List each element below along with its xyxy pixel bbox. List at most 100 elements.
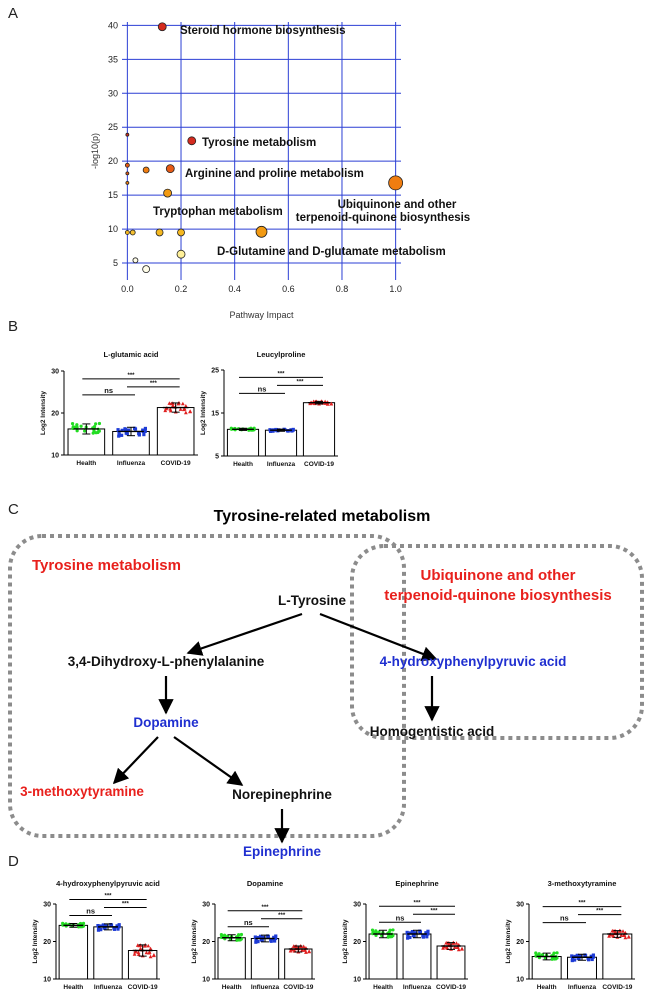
bubble-label: D-Glutamine and D-glutamate metabolism (217, 246, 446, 258)
significance-label: *** (104, 894, 112, 900)
data-dot (260, 938, 264, 942)
pathway-arrow (173, 736, 244, 786)
data-dot (136, 952, 141, 956)
metabolite-node: Dopamine (133, 715, 199, 730)
x-tick-label: Health (76, 460, 96, 467)
group-box-ubiquinone (350, 544, 644, 740)
metabolite-node: 3,4-Dihydroxy-L-phenylalanine (68, 654, 265, 669)
y-tick-label: 20 (516, 939, 524, 946)
data-dot (421, 934, 425, 938)
data-dot (92, 429, 96, 433)
data-dot (180, 401, 185, 406)
bar (156, 407, 195, 456)
data-dot (137, 432, 141, 436)
bubble-label: Tyrosine metabolism (202, 137, 316, 149)
data-dot (151, 953, 156, 958)
data-dot (304, 950, 308, 954)
y-tick-label: 10 (43, 977, 51, 984)
data-dot (406, 934, 410, 939)
bar (250, 938, 280, 980)
significance-label: *** (277, 371, 285, 377)
data-dot (591, 953, 595, 957)
bubble-point (157, 22, 167, 32)
data-dot (256, 939, 260, 944)
significance-label: *** (596, 909, 604, 915)
y-tick-label: 30 (43, 902, 51, 909)
data-dot (410, 929, 415, 934)
bar (602, 933, 633, 980)
data-dot (183, 410, 188, 415)
y-tick-label: 40 (108, 20, 118, 30)
data-dot (97, 429, 101, 433)
data-dot (143, 426, 148, 431)
metabolite-node: L-Tyrosine (278, 593, 346, 608)
data-dot (101, 923, 105, 927)
data-dot (590, 957, 594, 962)
data-dot (610, 928, 615, 933)
bar (368, 933, 398, 980)
x-tick-label: 0.0 (121, 284, 134, 294)
data-dot (144, 950, 149, 955)
data-dot (178, 407, 183, 411)
data-dot (575, 953, 579, 957)
bubble-point (129, 229, 136, 236)
bar-chart-title: 4-hydroxyphenylpyruvic acid (56, 879, 160, 888)
bubble-point (125, 171, 130, 176)
x-tick-label: COVID-19 (304, 461, 334, 468)
pathway-arrow (186, 612, 303, 656)
data-dot (135, 943, 140, 947)
data-dot (258, 934, 263, 938)
bar-chart-title: Leucylproline (257, 350, 306, 359)
y-axis-label: Log2 Intensity (505, 919, 512, 963)
bar-chart-title: Epinephrine (395, 879, 438, 888)
data-dot (387, 934, 391, 938)
data-dot (418, 929, 422, 933)
data-dot (307, 949, 311, 954)
data-dot (168, 407, 173, 411)
data-dot (405, 930, 409, 935)
y-tick-label: 10 (516, 977, 524, 984)
significance-label: ns (86, 907, 95, 916)
x-tick-label: Influenza (267, 461, 296, 468)
x-tick-label: Health (233, 461, 253, 468)
bar (436, 945, 466, 980)
data-dot (75, 429, 79, 433)
x-tick-label: COVID-19 (128, 984, 158, 991)
y-tick-label: 30 (353, 902, 361, 909)
data-dot (115, 924, 119, 928)
data-dot (136, 950, 141, 955)
bar (402, 933, 432, 980)
y-tick-label: 30 (51, 369, 59, 376)
y-tick-label: 5 (215, 454, 219, 461)
data-dot (148, 946, 153, 951)
x-tick-label: Influenza (568, 984, 597, 991)
data-dot (301, 944, 306, 949)
data-dot (551, 956, 555, 960)
bubble-point (155, 228, 164, 237)
significance-label: *** (150, 381, 158, 387)
data-dot (183, 403, 188, 408)
x-tick-label: 1.0 (389, 284, 402, 294)
y-tick-label: 10 (51, 453, 59, 460)
data-dot (444, 940, 449, 945)
data-dot (97, 927, 101, 931)
data-dot (583, 953, 587, 957)
data-dot (103, 926, 107, 931)
y-tick-label: 25 (108, 122, 118, 132)
data-dot (97, 421, 102, 426)
tyrosine-pathway-diagram: Tyrosine-related metabolism Tyrosine met… (8, 508, 644, 859)
data-dot (120, 428, 124, 432)
bubble-point (165, 164, 175, 174)
data-dot (412, 934, 416, 938)
significance-label: ns (560, 914, 569, 923)
significance-label: *** (261, 905, 269, 911)
bubble-point (388, 175, 404, 191)
bubble-point (163, 188, 173, 198)
x-tick-label: Influenza (94, 984, 123, 991)
metabolite-node: 3-methoxytyramine (20, 784, 144, 799)
data-dot (112, 927, 117, 931)
y-tick-label: 5 (113, 258, 118, 268)
data-dot (329, 401, 334, 406)
x-tick-label: 0.8 (336, 284, 349, 294)
